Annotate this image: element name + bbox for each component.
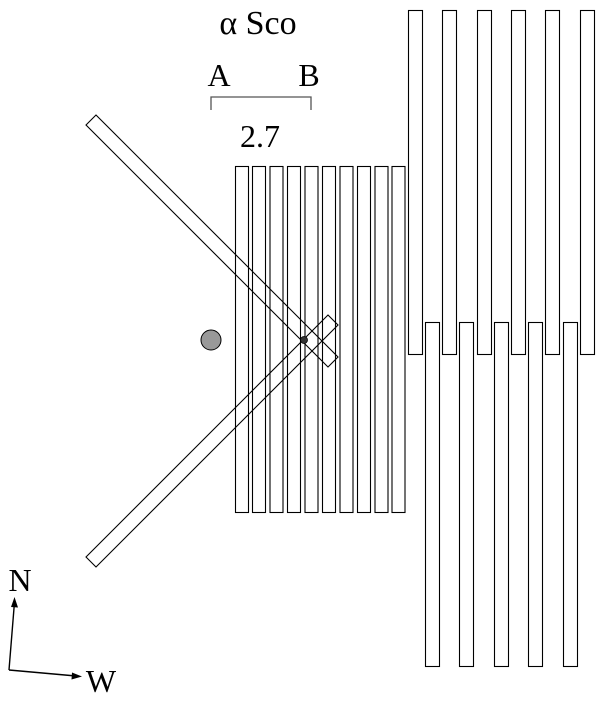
slit (579, 9, 596, 356)
slit (407, 9, 424, 356)
slit (476, 9, 493, 356)
west-arrow (8, 669, 77, 677)
slit (234, 165, 250, 514)
diagonal-slits (85, 114, 339, 568)
separation-label: 2.7 (240, 118, 280, 154)
star-a-marker (200, 329, 222, 351)
lower-slit-array (424, 321, 579, 668)
slit (544, 9, 561, 356)
slit (356, 165, 372, 514)
west-arrowhead (71, 672, 82, 680)
north-arrow (8, 601, 16, 671)
star-b-marker (300, 336, 308, 344)
slit (510, 9, 527, 356)
slit (527, 321, 544, 668)
slit (286, 165, 302, 514)
compass: N W (8, 562, 117, 699)
north-arrowhead (11, 597, 18, 608)
slit (374, 165, 389, 514)
slit (339, 165, 354, 514)
component-a-label: A (207, 57, 230, 93)
slit (493, 321, 510, 668)
slit (562, 321, 579, 668)
slit (441, 9, 458, 356)
west-label: W (86, 663, 117, 697)
slit (321, 165, 337, 514)
slit (391, 165, 406, 514)
separation-bracket (210, 96, 312, 110)
upper-slit-array (407, 9, 596, 356)
slit (424, 321, 441, 668)
slit (458, 321, 475, 668)
slit (251, 165, 267, 514)
diagonal-slit-nw-se (85, 114, 339, 368)
diagram-title: α Sco (219, 5, 296, 42)
component-b-label: B (298, 57, 319, 93)
slit (269, 165, 284, 514)
diagonal-slit-sw-ne (85, 314, 339, 568)
north-label: N (8, 562, 31, 598)
